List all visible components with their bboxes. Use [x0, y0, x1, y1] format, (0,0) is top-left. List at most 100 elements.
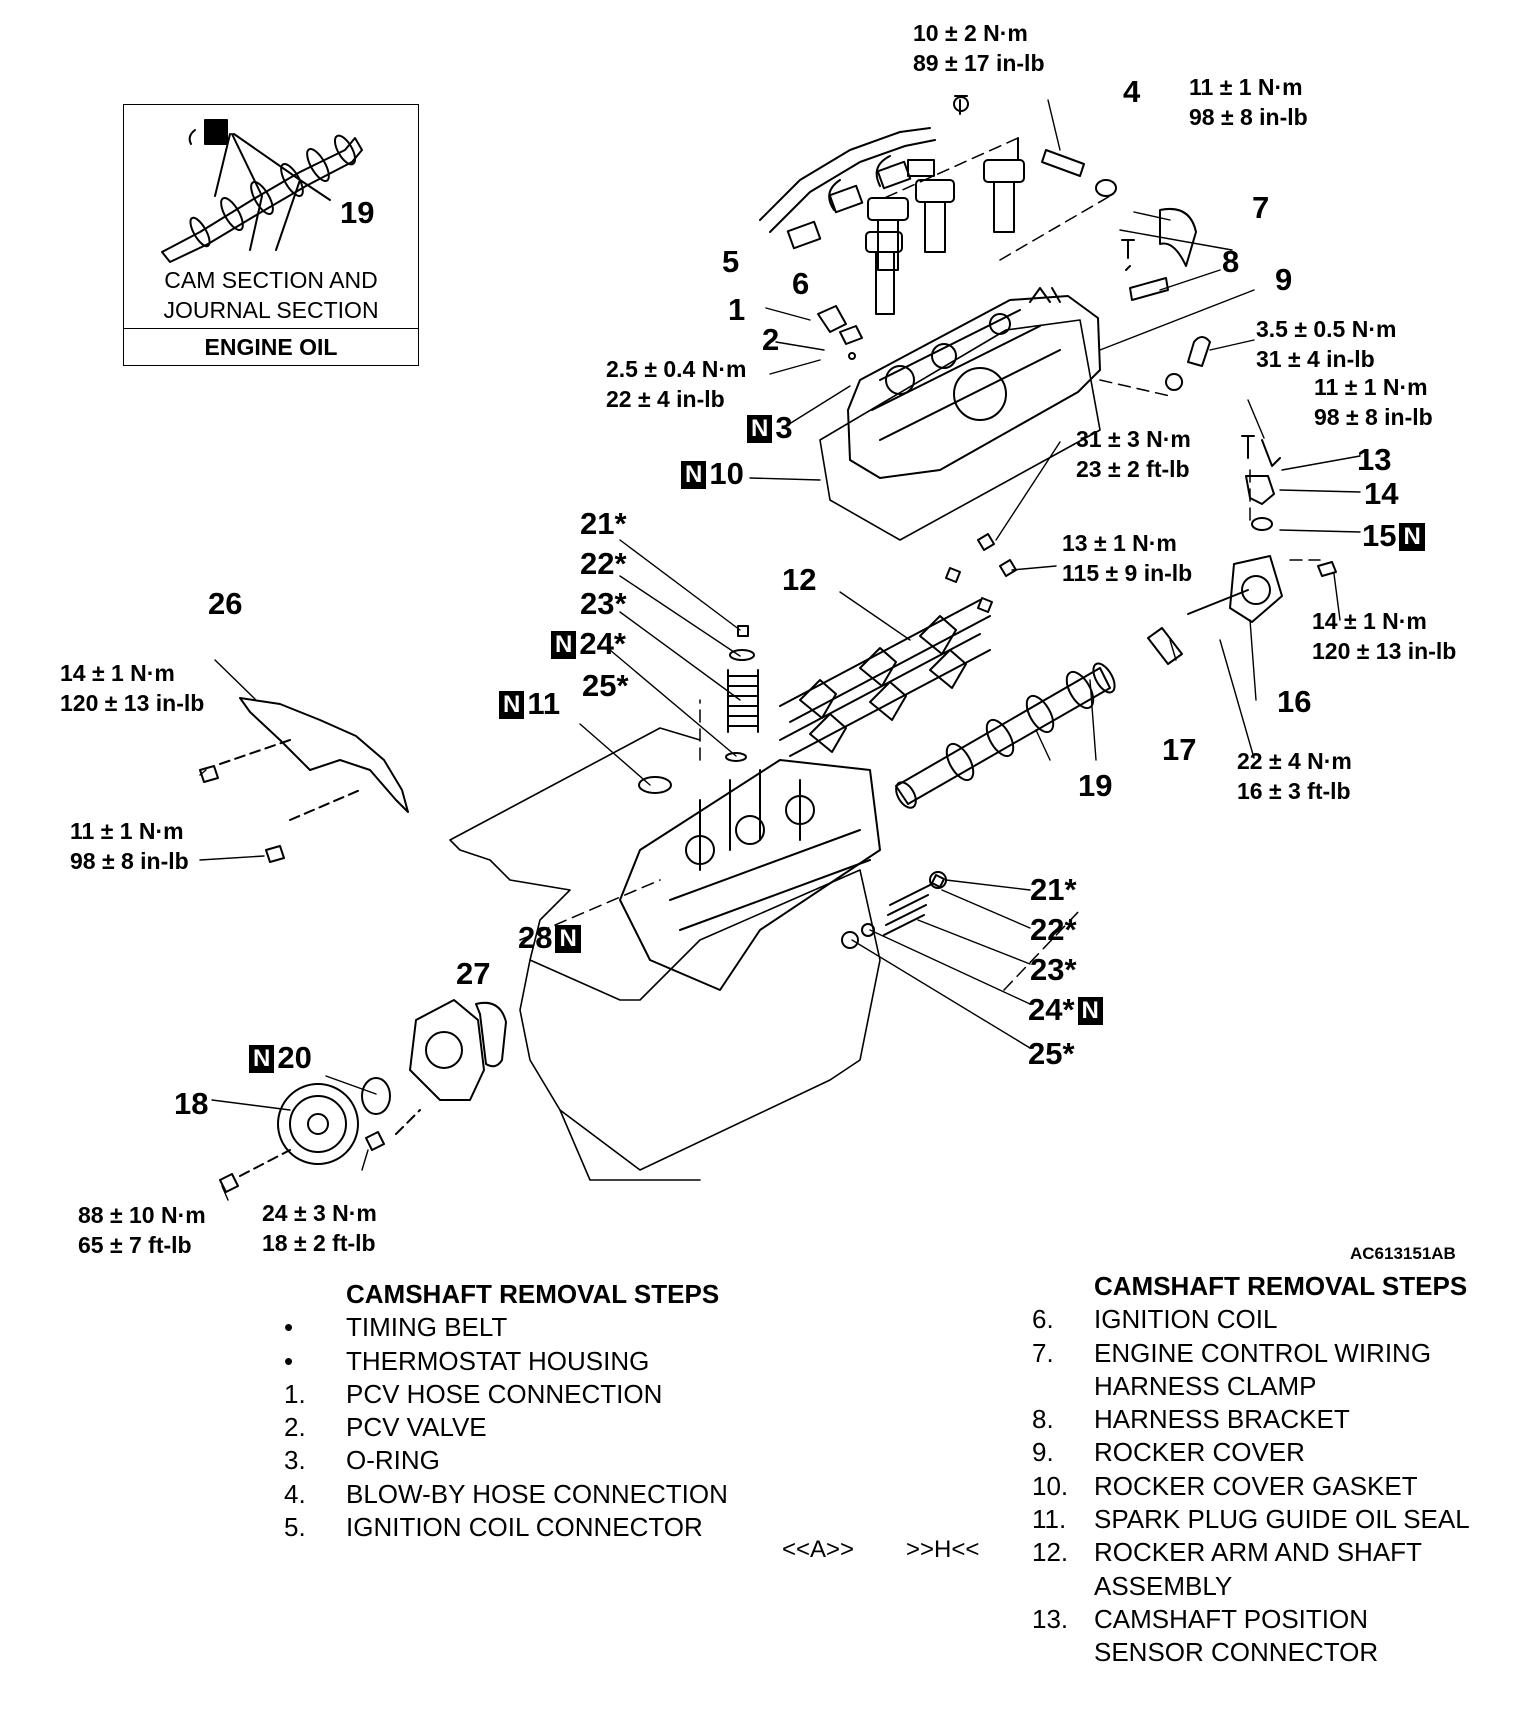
rocker-arm-shaft-drawing	[779, 599, 991, 757]
torque-housing-bolt: 14 ± 1 N·m 120 ± 13 in-lb	[1312, 606, 1456, 666]
thrust-case-drawing	[1147, 555, 1337, 665]
coil-harness-drawing	[759, 127, 936, 250]
step-text: ROCKER ARM AND SHAFT	[1094, 1537, 1422, 1568]
torque-nm: 22 ± 4 N·m	[1237, 748, 1352, 774]
callout-8: 8	[1222, 244, 1240, 279]
inset-caption-line1: CAM SECTION AND	[164, 267, 378, 293]
torque-nm: 11 ± 1 N·m	[1189, 74, 1303, 100]
step-text: ROCKER COVER GASKET	[1094, 1470, 1418, 1501]
harness-clamp-drawing	[1121, 208, 1197, 301]
torque-nm: 14 ± 1 N·m	[60, 660, 175, 686]
blow-by-hose-drawing	[1041, 149, 1117, 197]
step-row: •TIMING BELT	[284, 1311, 804, 1344]
step-row: 1.PCV HOSE CONNECTION	[284, 1378, 804, 1411]
new-part-badge: N	[747, 415, 773, 443]
callout-23-lower: 23*	[1030, 952, 1077, 987]
steps-title: CAMSHAFT REMOVAL STEPS	[1094, 1271, 1468, 1301]
torque-nm: 24 ± 3 N·m	[262, 1200, 377, 1226]
ignition-coils-drawing	[865, 95, 1025, 315]
inset-camshaft-drawing	[161, 119, 363, 263]
cam-sensor-drawing	[1241, 435, 1281, 531]
new-part-badge: N	[681, 461, 707, 489]
torque-ftlb: 65 ± 7 ft-lb	[78, 1232, 192, 1258]
removal-steps-right: CAMSHAFT REMOVAL STEPS 6.IGNITION COIL 7…	[1032, 1270, 1532, 1670]
step-row: 6.IGNITION COIL	[1032, 1303, 1532, 1336]
step-text: IGNITION COIL	[1094, 1304, 1278, 1335]
torque-rocker-bolt-2: 13 ± 1 N·m 115 ± 9 in-lb	[1062, 528, 1192, 588]
torque-thrust-bolt: 22 ± 4 N·m 16 ± 3 ft-lb	[1237, 746, 1352, 806]
step-text: TIMING BELT	[346, 1312, 508, 1343]
rocker-cover-drawing	[819, 287, 1101, 541]
inset-caption-line2: JOURNAL SECTION	[163, 297, 379, 323]
torque-sensor-bolt: 11 ± 1 N·m 98 ± 8 in-lb	[1314, 372, 1433, 432]
torque-inlb: 98 ± 8 in-lb	[1189, 104, 1308, 130]
step-row: 12.ROCKER ARM AND SHAFT	[1032, 1536, 1532, 1569]
torque-inlb: 120 ± 13 in-lb	[60, 690, 205, 716]
new-part-badge: N	[551, 631, 577, 659]
new-part-badge: N	[499, 691, 525, 719]
rocker-bolts-drawing	[945, 533, 1017, 613]
callout-27: 27	[456, 956, 491, 991]
step-text: ROCKER COVER	[1094, 1437, 1305, 1468]
callout-1: 1	[728, 292, 746, 327]
callout-14: 14	[1364, 476, 1399, 511]
callout-13: 13	[1357, 442, 1392, 477]
reference-h: >>H<<	[906, 1536, 980, 1563]
callout-7: 7	[1252, 190, 1270, 225]
cover-bolt-drawing	[1165, 336, 1211, 391]
step-row: 9.ROCKER COVER	[1032, 1436, 1532, 1469]
step-row: 13.CAMSHAFT POSITION	[1032, 1603, 1532, 1636]
torque-nm: 10 ± 2 N·m	[913, 20, 1028, 46]
valve-springs-drawing	[725, 625, 947, 949]
torque-nm: 3.5 ± 0.5 N·m	[1256, 316, 1397, 342]
torque-coil-bolt: 10 ± 2 N·m 89 ± 17 in-lb	[913, 18, 1045, 78]
step-text: PCV HOSE CONNECTION	[346, 1378, 663, 1409]
callout-12: 12	[782, 562, 817, 597]
callout-25-lower: 25*	[1028, 1036, 1075, 1071]
camshaft-sprocket-drawing	[219, 1077, 421, 1193]
figure-id: AC613151AB	[1350, 1244, 1456, 1263]
callout-2: 2	[762, 322, 780, 357]
step-text: SPARK PLUG GUIDE OIL SEAL	[1094, 1504, 1470, 1535]
callout-21-lower: 21*	[1030, 872, 1077, 907]
step-row: 10.ROCKER COVER GASKET	[1032, 1470, 1532, 1503]
step-row: HARNESS CLAMP	[1032, 1370, 1532, 1403]
torque-pcv-valve: 2.5 ± 0.4 N·m 22 ± 4 in-lb	[606, 354, 746, 414]
torque-belt-cover-bolt-2: 11 ± 1 N·m 98 ± 8 in-lb	[70, 816, 189, 876]
step-text: SENSOR CONNECTOR	[1094, 1637, 1379, 1668]
backplate-drawing	[409, 999, 507, 1101]
torque-nm: 88 ± 10 N·m	[78, 1202, 206, 1228]
step-text: ASSEMBLY	[1094, 1570, 1233, 1601]
step-row: 4.BLOW-BY HOSE CONNECTION	[284, 1478, 804, 1511]
step-text: HARNESS BRACKET	[1094, 1404, 1350, 1435]
new-part-badge: N	[555, 925, 581, 953]
step-row: ASSEMBLY	[1032, 1570, 1532, 1603]
callout-25-upper: 25*	[582, 668, 629, 703]
torque-rocker-bolt-1: 31 ± 3 N·m 23 ± 2 ft-lb	[1076, 424, 1191, 484]
torque-ftlb: 23 ± 2 ft-lb	[1076, 456, 1190, 482]
step-row: SENSOR CONNECTOR	[1032, 1636, 1532, 1669]
dashed-guide-lines	[519, 137, 1321, 991]
oil-seal-drawing	[638, 776, 672, 794]
step-row: 2.PCV VALVE	[284, 1411, 804, 1444]
inset-callout-19: 19	[340, 195, 375, 230]
callout-26: 26	[208, 586, 243, 621]
torque-cover-bolt: 3.5 ± 0.5 N·m 31 ± 4 in-lb	[1256, 314, 1396, 374]
step-text: HARNESS CLAMP	[1094, 1370, 1317, 1401]
callout-22-upper: 22*	[580, 546, 627, 581]
callout-9: 9	[1275, 262, 1293, 297]
step-text: THERMOSTAT HOUSING	[346, 1345, 650, 1376]
torque-inlb: 22 ± 4 in-lb	[606, 386, 725, 412]
new-part-badge: N	[249, 1045, 275, 1073]
pcv-valve-drawing	[817, 305, 863, 360]
camshaft-drawing	[895, 662, 1116, 809]
callout-5: 5	[722, 244, 740, 279]
torque-inlb: 120 ± 13 in-lb	[1312, 638, 1457, 664]
